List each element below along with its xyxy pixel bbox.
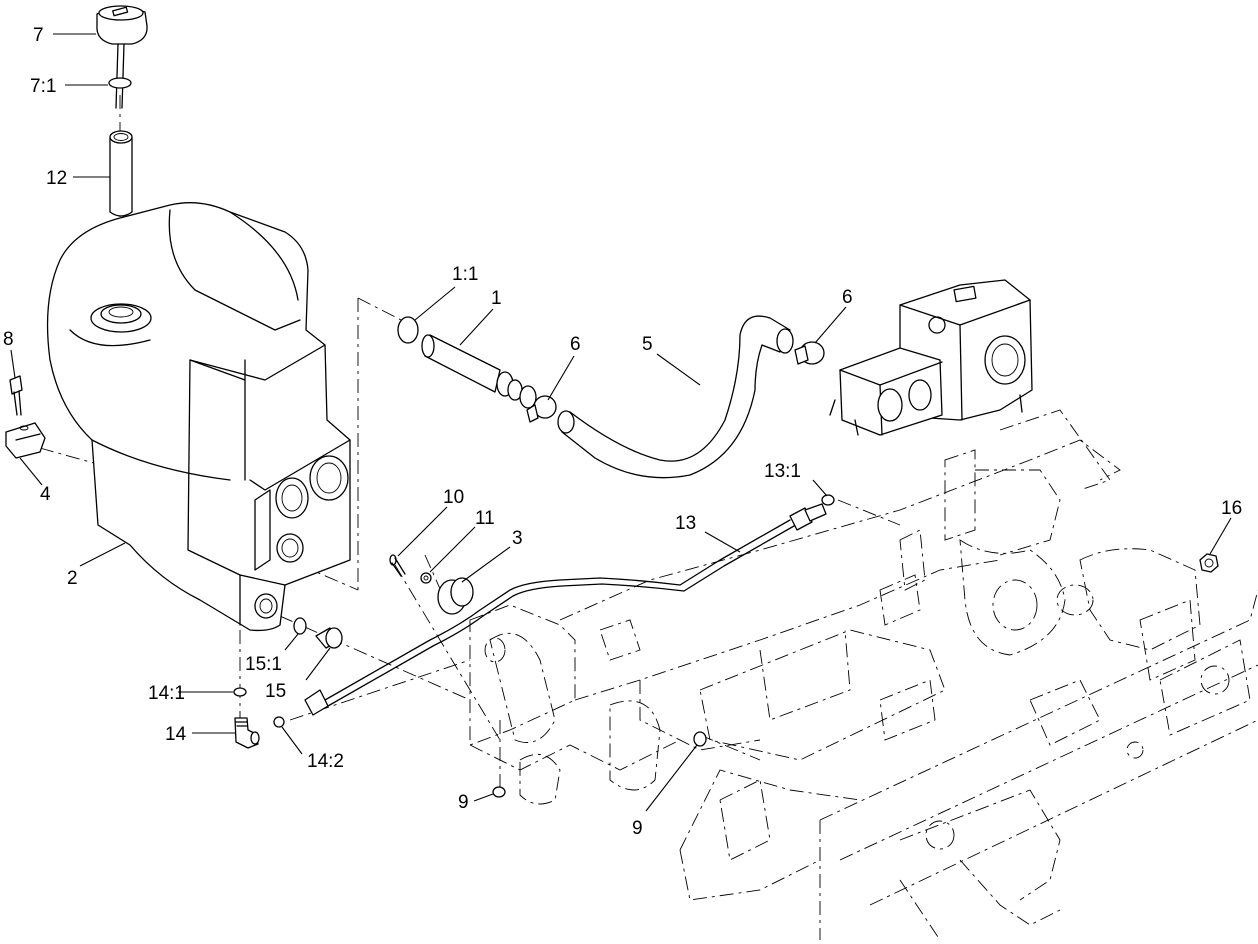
suction-fitting <box>421 334 537 409</box>
port-fitting <box>315 627 343 649</box>
callout-7-1: 7:1 <box>30 76 56 97</box>
filler-neck-tube <box>109 130 133 217</box>
screw <box>389 554 406 577</box>
callout-13-1: 13:1 <box>764 461 801 482</box>
callout-12: 12 <box>46 168 67 189</box>
mounting-bolt <box>9 375 23 416</box>
callout-13: 13 <box>675 513 696 534</box>
callout-11: 11 <box>475 508 495 529</box>
breather-o-ring <box>108 77 132 89</box>
callout-5: 5 <box>642 334 653 355</box>
callout-6-right: 6 <box>842 287 853 308</box>
elbow-fitting <box>234 717 260 749</box>
callout-6-left: 6 <box>570 334 581 355</box>
callout-1: 1 <box>491 288 502 309</box>
isolator-mount <box>437 577 474 615</box>
breather-cap <box>96 5 148 109</box>
callout-14: 14 <box>165 724 187 745</box>
callout-2: 2 <box>67 568 78 589</box>
leader-lines <box>10 33 1232 812</box>
callout-10: 10 <box>443 487 464 508</box>
callout-1-1: 1:1 <box>452 264 478 285</box>
tank-clamp <box>5 422 46 459</box>
port-o-ring <box>293 617 307 635</box>
elbow-o-ring <box>233 687 247 697</box>
callout-16: 16 <box>1221 498 1242 519</box>
frame-screw-mid <box>693 731 707 747</box>
elbow-o-ring-side <box>273 716 285 728</box>
hose-clamp-left <box>526 395 557 423</box>
hydraulic-tube <box>304 494 835 716</box>
washer <box>420 572 432 584</box>
callout-9-mid: 9 <box>632 818 643 839</box>
suction-hose <box>557 315 794 479</box>
callout-labels: 7 7:1 12 8 4 2 1:1 1 6 5 6 10 11 3 13 13… <box>3 25 1242 839</box>
callout-15-1: 15:1 <box>245 654 282 675</box>
hydraulic-tank <box>46 202 351 632</box>
hose-clamp-right <box>794 341 825 365</box>
callout-9-lower: 9 <box>458 792 469 813</box>
callout-3: 3 <box>512 528 523 549</box>
frame-nut <box>1199 553 1219 573</box>
callout-7: 7 <box>33 25 44 46</box>
suction-o-ring <box>397 316 419 344</box>
callout-15: 15 <box>265 681 286 702</box>
callout-8: 8 <box>3 329 14 350</box>
frame-screw-lower <box>492 786 506 798</box>
callout-14-1: 14:1 <box>148 683 185 704</box>
machine-frame <box>469 409 1258 941</box>
callout-14-2: 14:2 <box>307 751 344 772</box>
hydraulic-pump <box>829 279 1033 436</box>
callout-4: 4 <box>40 484 51 505</box>
